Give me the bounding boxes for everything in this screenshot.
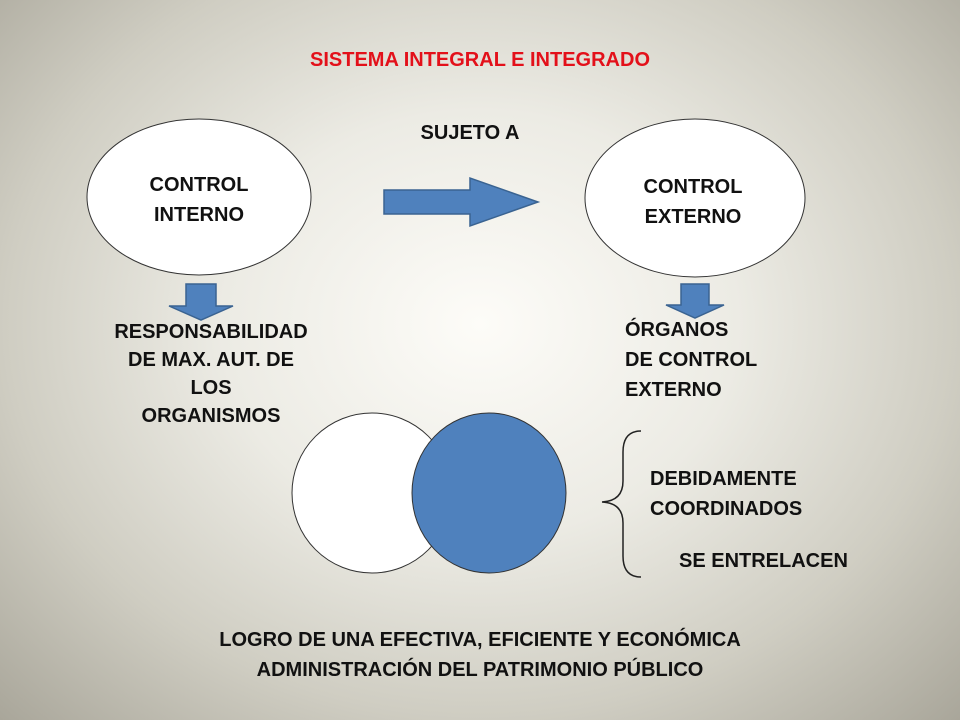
- control-externo-label: CONTROL EXTERNO: [643, 176, 743, 228]
- left-brace: [601, 430, 642, 578]
- conclusion-text: LOGRO DE UNA EFECTIVA, EFICIENTE Y ECONÓ…: [219, 629, 741, 681]
- arrow-label: SUJETO A: [420, 122, 520, 144]
- organs-label: ÓRGANOS DE CONTROL EXTERNO: [625, 319, 758, 401]
- responsibility-label: RESPONSABILIDAD DE MAX. AUT. DE LOS ORGA…: [114, 321, 308, 427]
- interlace-label: SE ENTRELACEN: [679, 550, 848, 572]
- control-interno-node: [86, 118, 312, 276]
- down-arrow-left: [168, 283, 234, 321]
- sujeto-a-arrow: [383, 176, 541, 228]
- coordinated-label: DEBIDAMENTE COORDINADOS: [650, 468, 803, 520]
- control-interno-label: CONTROL INTERNO: [149, 174, 249, 226]
- control-externo-node: [584, 118, 806, 278]
- down-arrow-right: [665, 283, 725, 319]
- blue-circle: [411, 412, 567, 574]
- slide-title: SISTEMA INTEGRAL E INTEGRADO: [309, 49, 651, 71]
